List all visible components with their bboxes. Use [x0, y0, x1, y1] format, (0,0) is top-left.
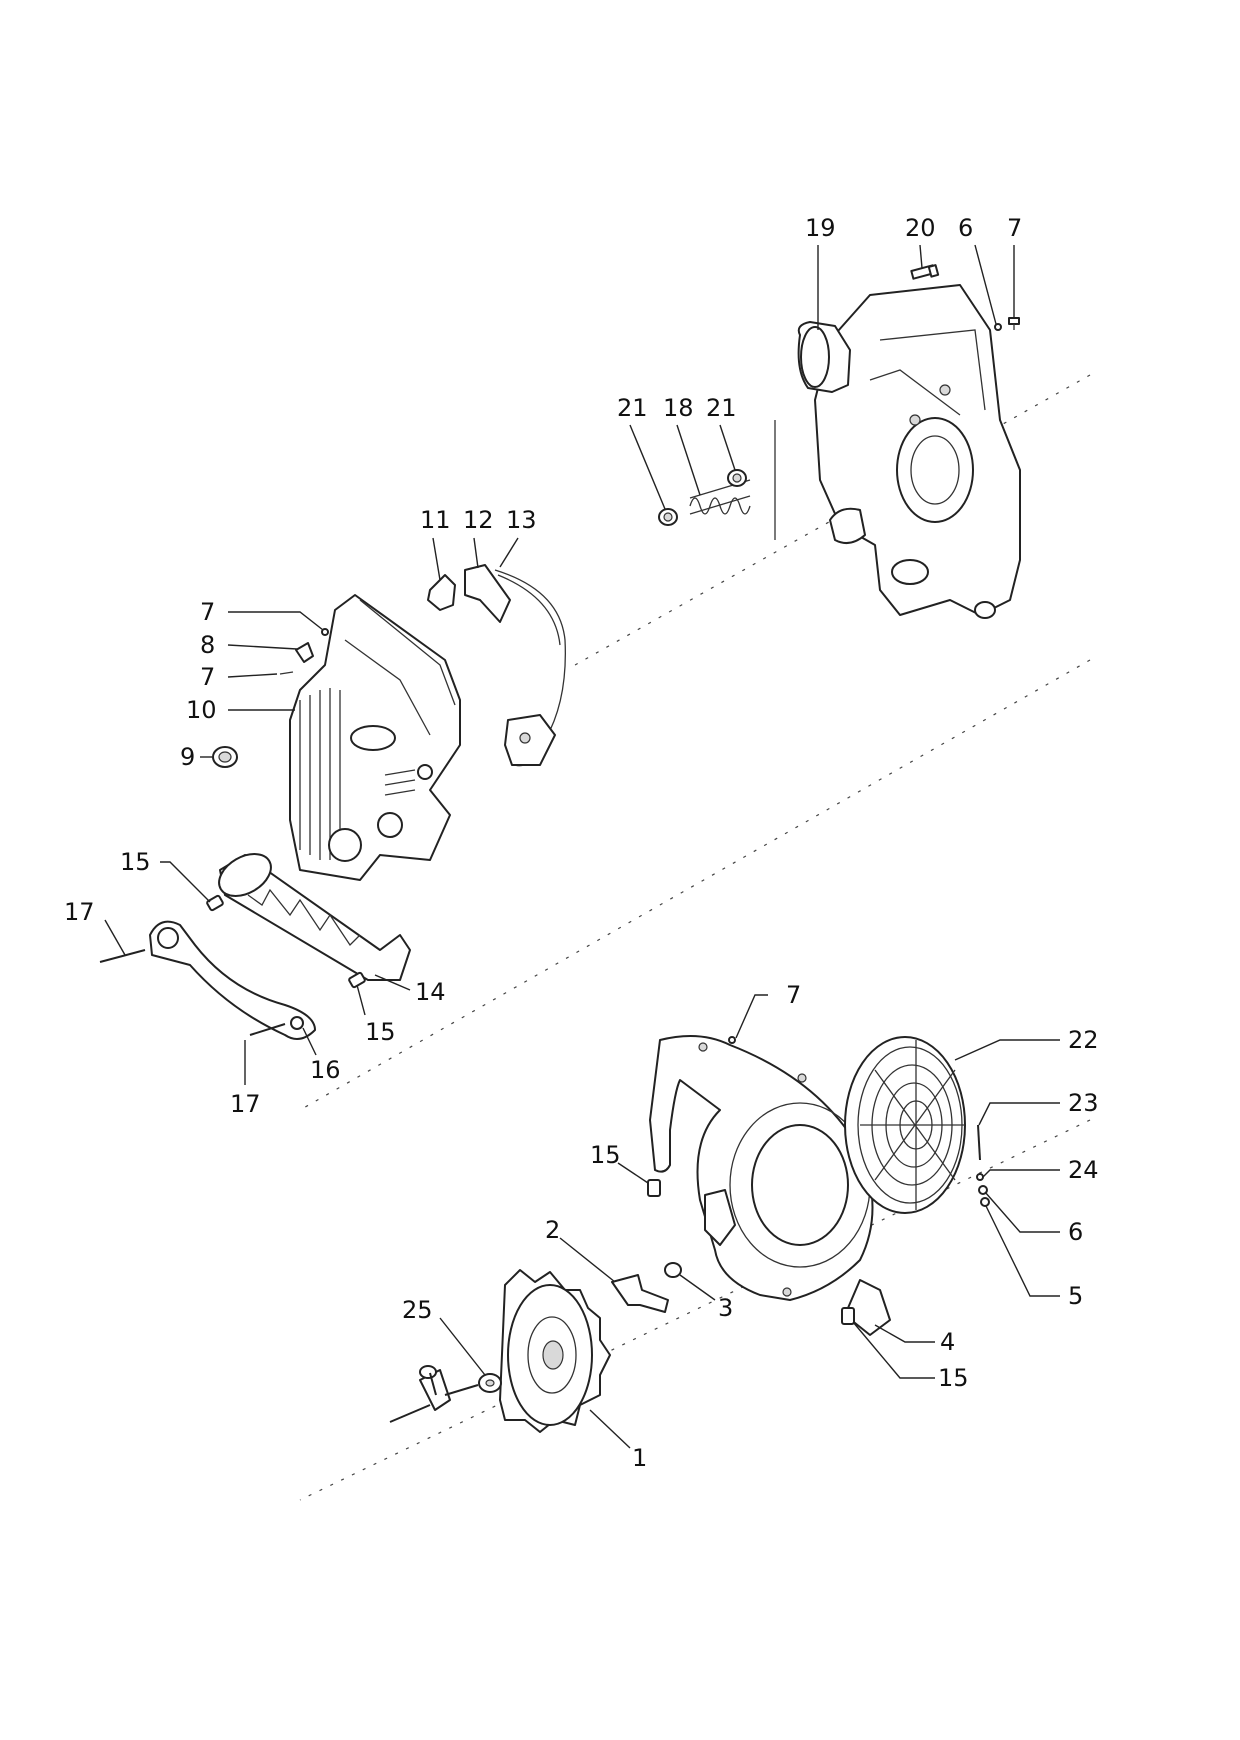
callout-5: 5 — [1068, 1282, 1083, 1310]
callout-4: 4 — [940, 1328, 955, 1356]
assembly-axis-upper — [574, 374, 1091, 666]
part-7-screw-shroud-upper — [321, 628, 329, 636]
part-22-intake-grill — [844, 1036, 966, 1214]
part-12-switch-bracket — [464, 564, 511, 623]
callout-22: 22 — [1068, 1026, 1099, 1054]
part-13-stop-switch — [494, 569, 566, 767]
callout-23: 23 — [1068, 1089, 1099, 1117]
callout-16: 16 — [310, 1056, 341, 1084]
part-15-sleeve-handle-top — [206, 894, 224, 912]
part-2-key — [611, 1274, 669, 1313]
callout-20: 20 — [905, 214, 936, 242]
callout-1: 1 — [632, 1444, 647, 1472]
callout-6-grill: 6 — [1068, 1218, 1083, 1246]
part-9-plug — [212, 746, 238, 768]
part-21-nut-left — [658, 508, 678, 526]
callout-7-shroud-upper: 7 — [200, 598, 215, 626]
callout-17-bottom: 17 — [230, 1090, 261, 1118]
part-10-engine-shroud — [289, 594, 461, 881]
callout-24: 24 — [1068, 1156, 1099, 1184]
callout-11: 11 — [420, 506, 451, 534]
part-17-pin-bottom — [249, 1023, 286, 1036]
callout-21-left: 21 — [617, 394, 648, 422]
part-7-screw-fan-housing — [728, 1036, 736, 1044]
callout-6-top: 6 — [958, 214, 973, 242]
callout-15-lower-left: 15 — [590, 1141, 621, 1169]
part-5-nut — [980, 1197, 990, 1207]
callout-15-handle-bottom: 15 — [365, 1018, 396, 1046]
callout-15-handle-top: 15 — [120, 848, 151, 876]
callout-13: 13 — [506, 506, 537, 534]
part-19-housing — [797, 284, 1021, 619]
part-17-pin-top — [99, 949, 146, 963]
assembly-axis-lower — [299, 1119, 1091, 1501]
callout-25: 25 — [402, 1296, 433, 1324]
callout-15-lower-right: 15 — [938, 1364, 969, 1392]
crankshaft — [389, 1365, 479, 1423]
part-4-fan-housing — [649, 1035, 891, 1336]
part-23-pin — [977, 1124, 981, 1161]
callout-19: 19 — [805, 214, 836, 242]
assembly-axis-middle — [299, 659, 1091, 1111]
part-6-washer-top — [994, 323, 1002, 331]
part-15-sleeve-handle-bottom — [348, 971, 366, 989]
part-3-bushing — [664, 1262, 682, 1278]
part-20-bolt — [910, 264, 940, 280]
part-21-nut-right — [727, 469, 747, 487]
callout-8: 8 — [200, 631, 215, 659]
part-15-sleeve-lower-right — [841, 1307, 855, 1325]
callout-14: 14 — [415, 978, 446, 1006]
part-7-screw-shroud-lower — [279, 671, 294, 675]
callout-7-shroud-lower: 7 — [200, 663, 215, 691]
callout-17-top: 17 — [64, 898, 95, 926]
callout-9: 9 — [180, 743, 195, 771]
part-8-clip — [295, 642, 314, 663]
part-16-handle — [149, 920, 316, 1040]
callout-12: 12 — [463, 506, 494, 534]
part-7-screw-top — [1008, 317, 1020, 330]
callout-7-top: 7 — [1007, 214, 1022, 242]
callout-7-fan-housing: 7 — [786, 981, 801, 1009]
callout-3: 3 — [718, 1294, 733, 1322]
part-24-washer — [976, 1173, 984, 1181]
callout-2: 2 — [545, 1216, 560, 1244]
part-14-handle-frame — [218, 853, 411, 981]
callout-18: 18 — [663, 394, 694, 422]
part-15-sleeve-lower-left — [647, 1179, 661, 1197]
part-1-fan — [499, 1269, 611, 1433]
callout-21-right: 21 — [706, 394, 737, 422]
callout-10: 10 — [186, 696, 217, 724]
part-11-bracket — [427, 574, 456, 611]
leader-lines — [104, 244, 1060, 1449]
part-25-washer — [478, 1373, 502, 1393]
